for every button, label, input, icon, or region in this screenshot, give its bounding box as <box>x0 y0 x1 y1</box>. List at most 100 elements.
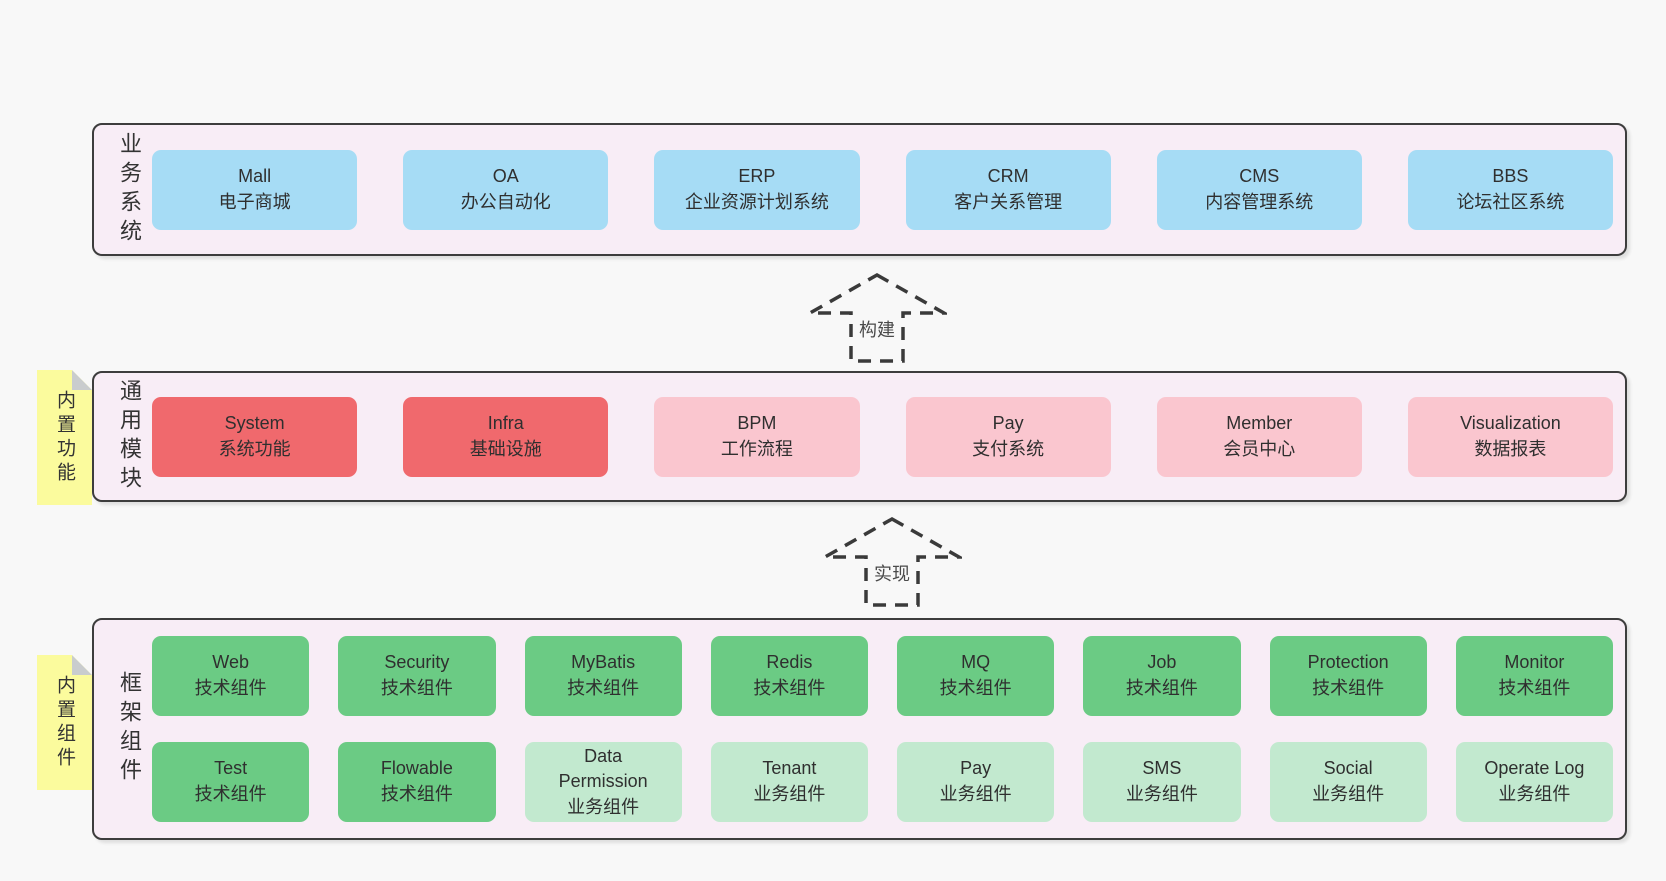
sticky-note-: 内置功能 <box>37 370 92 505</box>
box-row: Web 技术组件 Security 技术组件 MyBatis 技术组件 Redi… <box>152 636 1613 716</box>
panel-modules: 通用模块 System 系统功能 Infra 基础设施 BPM 工作流程 Pay… <box>92 371 1627 502</box>
panel-side-label: 框架组件 <box>117 671 142 787</box>
module-subtitle: 技术组件 <box>194 678 267 698</box>
module-title: Mall <box>238 165 272 186</box>
panel-side-label: 通用模块 <box>117 378 142 495</box>
module-title: Web <box>212 652 249 673</box>
box-security: Security 技术组件 <box>338 636 496 716</box>
panel-business: 业务系统 Mall 电子商城 OA 办公自动化 ERP 企业资源计划系统 CRM… <box>92 123 1627 256</box>
box-data-permission: Data Permission 业务组件 <box>524 742 682 822</box>
box-social: Social 业务组件 <box>1269 742 1427 822</box>
module-title: Pay <box>960 758 992 779</box>
module-title: Member <box>1226 412 1293 433</box>
module-title: CRM <box>987 165 1029 186</box>
module-title: BBS <box>1492 165 1529 186</box>
box-flowable: Flowable 技术组件 <box>338 742 496 822</box>
box-mybatis: MyBatis 技术组件 <box>524 636 682 716</box>
module-title: ERP <box>738 165 776 186</box>
module-title: Protection <box>1307 652 1389 673</box>
module-subtitle: 电子商城 <box>218 191 291 212</box>
box-mall: Mall 电子商城 <box>152 149 358 230</box>
sticky-note-label: 内置功能 <box>54 389 75 486</box>
panel-components: 框架组件 Web 技术组件 Security 技术组件 MyBatis 技术组件… <box>92 618 1627 840</box>
sticky-note-label: 内置组件 <box>54 674 75 771</box>
module-title: Flowable <box>380 758 453 779</box>
module-subtitle: 业务组件 <box>1498 784 1571 804</box>
module-subtitle: 业务组件 <box>939 784 1012 804</box>
module-subtitle: 技术组件 <box>1498 678 1571 698</box>
module-subtitle: 技术组件 <box>194 784 267 804</box>
box-mq: MQ 技术组件 <box>897 636 1055 716</box>
module-subtitle: 论坛社区系统 <box>1456 191 1565 212</box>
module-subtitle: 工作流程 <box>720 438 793 459</box>
box-job: Job 技术组件 <box>1083 636 1241 716</box>
box-row: System 系统功能 Infra 基础设施 BPM 工作流程 Pay 支付系统… <box>152 396 1614 477</box>
arrow-label: 构建 <box>855 316 899 342</box>
box-operate-log: Operate Log 业务组件 <box>1455 742 1613 822</box>
box-web: Web 技术组件 <box>152 636 310 716</box>
module-subtitle: 技术组件 <box>567 678 640 698</box>
module-title: MyBatis <box>571 652 636 673</box>
box-monitor: Monitor 技术组件 <box>1455 636 1613 716</box>
module-title: SMS <box>1142 758 1182 779</box>
module-title: System <box>224 412 285 433</box>
module-subtitle: 技术组件 <box>1312 678 1385 698</box>
module-title: Social <box>1323 758 1373 779</box>
module-subtitle: 技术组件 <box>753 678 826 698</box>
module-subtitle: 技术组件 <box>1125 678 1198 698</box>
module-title: Pay <box>992 412 1024 433</box>
panel-box-area: System 系统功能 Infra 基础设施 BPM 工作流程 Pay 支付系统… <box>152 373 1614 500</box>
box-oa: OA 办公自动化 <box>403 149 609 230</box>
box-tenant: Tenant 业务组件 <box>710 742 868 822</box>
module-subtitle: 数据报表 <box>1474 438 1547 459</box>
module-title: Tenant <box>762 758 817 779</box>
box-crm: CRM 客户关系管理 <box>905 149 1111 230</box>
sticky-note-: 内置组件 <box>37 655 92 790</box>
dashed-up-arrow-2: 实现 <box>822 516 962 608</box>
module-title: OA <box>492 165 519 186</box>
module-subtitle: 技术组件 <box>939 678 1012 698</box>
module-title: Data Permission <box>558 745 648 792</box>
module-subtitle: 基础设施 <box>469 438 542 459</box>
box-infra: Infra 基础设施 <box>403 396 609 477</box>
module-title: Security <box>384 652 450 673</box>
panel-box-area: Web 技术组件 Security 技术组件 MyBatis 技术组件 Redi… <box>152 620 1613 838</box>
box-pay: Pay 业务组件 <box>897 742 1055 822</box>
module-subtitle: 系统功能 <box>218 438 291 459</box>
box-row: Mall 电子商城 OA 办公自动化 ERP 企业资源计划系统 CRM 客户关系… <box>152 149 1614 230</box>
panel-box-area: Mall 电子商城 OA 办公自动化 ERP 企业资源计划系统 CRM 客户关系… <box>152 125 1614 254</box>
module-subtitle: 企业资源计划系统 <box>684 191 829 212</box>
panel-side-label: 业务系统 <box>117 131 142 248</box>
box-cms: CMS 内容管理系统 <box>1156 149 1362 230</box>
module-title: Infra <box>487 412 524 433</box>
module-title: MQ <box>961 652 991 673</box>
box-system: System 系统功能 <box>152 396 358 477</box>
box-sms: SMS 业务组件 <box>1083 742 1241 822</box>
box-protection: Protection 技术组件 <box>1269 636 1427 716</box>
box-pay: Pay 支付系统 <box>905 396 1111 477</box>
module-subtitle: 业务组件 <box>1125 784 1198 804</box>
module-subtitle: 技术组件 <box>380 784 453 804</box>
module-title: Monitor <box>1504 652 1565 673</box>
module-title: Job <box>1147 652 1177 673</box>
module-subtitle: 业务组件 <box>753 784 826 804</box>
box-row: Test 技术组件 Flowable 技术组件 Data Permission … <box>152 742 1613 822</box>
module-title: Test <box>214 758 248 779</box>
box-erp: ERP 企业资源计划系统 <box>654 149 860 230</box>
arrow-label: 实现 <box>870 560 914 586</box>
module-title: Visualization <box>1460 412 1561 433</box>
module-title: CMS <box>1239 165 1280 186</box>
dashed-up-arrow-1: 构建 <box>807 272 947 364</box>
box-redis: Redis 技术组件 <box>710 636 868 716</box>
module-subtitle: 支付系统 <box>972 438 1045 459</box>
box-member: Member 会员中心 <box>1156 396 1362 477</box>
module-title: BPM <box>737 412 777 433</box>
module-subtitle: 客户关系管理 <box>954 191 1063 212</box>
box-bbs: BBS 论坛社区系统 <box>1407 149 1614 230</box>
box-bpm: BPM 工作流程 <box>654 396 860 477</box>
box-test: Test 技术组件 <box>152 742 310 822</box>
module-subtitle: 技术组件 <box>380 678 453 698</box>
box-visualization: Visualization 数据报表 <box>1407 396 1614 477</box>
module-subtitle: 业务组件 <box>567 796 640 817</box>
module-subtitle: 内容管理系统 <box>1205 191 1314 212</box>
